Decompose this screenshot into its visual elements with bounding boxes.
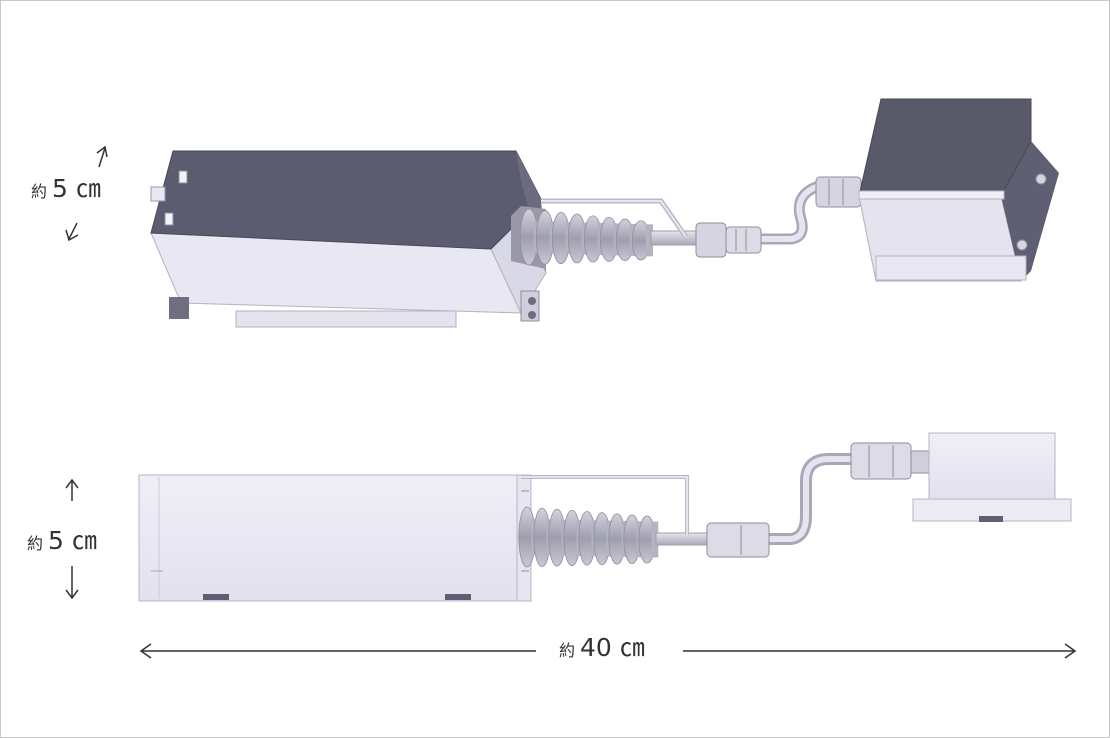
main-unit-iso [150, 150, 547, 328]
cable-side [521, 453, 862, 545]
side-height-arrow-up [65, 478, 79, 501]
remote-unit-iso [858, 98, 1059, 282]
remote-unit-side [912, 432, 1072, 522]
bellows-groove [651, 521, 659, 558]
height-value: 5 ㎝ [48, 526, 97, 555]
connector-side [706, 442, 932, 558]
height-value: 5 ㎝ [52, 174, 101, 203]
length-value: 40 ㎝ [580, 633, 645, 662]
cable-iso [541, 179, 847, 245]
isometric-view [150, 98, 1059, 328]
approx-prefix: 約 [559, 641, 576, 660]
side-height-arrow-down [65, 566, 79, 600]
approx-prefix: 約 [31, 182, 48, 201]
top-height-arrow-up [96, 145, 108, 168]
length-dimension-line [139, 643, 1077, 659]
main-unit-side [138, 474, 532, 602]
bellows-side [518, 506, 712, 568]
connector-iso [695, 176, 862, 258]
approx-prefix: 約 [27, 534, 44, 553]
bellows-groove [645, 224, 653, 257]
side-view [138, 432, 1072, 602]
dimension-arrows [65, 145, 1077, 659]
top-height-arrow-down [65, 222, 79, 242]
